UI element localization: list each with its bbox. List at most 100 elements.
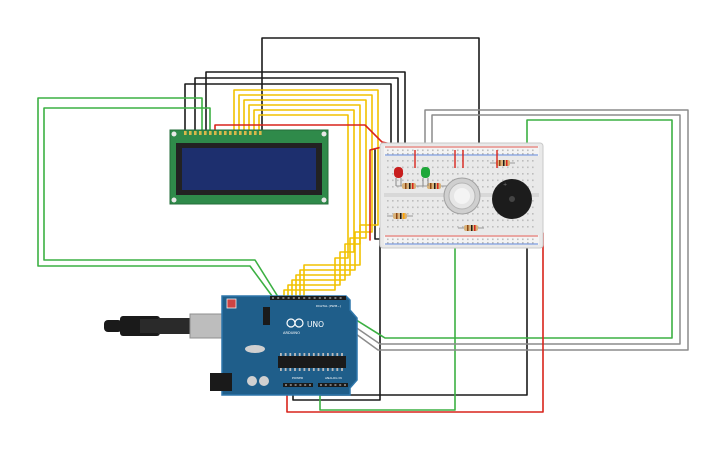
breadboard-hole — [432, 226, 434, 228]
breadboard-hole — [517, 160, 519, 162]
digital-header — [270, 296, 346, 300]
breadboard-hole — [432, 179, 434, 182]
jumpers — [414, 150, 498, 168]
breadboard-hole — [527, 160, 529, 162]
breadboard-hole — [427, 160, 429, 162]
wire-gray-2[interactable] — [344, 109, 689, 351]
breadboard-hole — [492, 186, 494, 188]
breadboard-hole — [512, 160, 514, 162]
breadboard-hole — [422, 186, 424, 188]
breadboard-hole — [527, 173, 529, 175]
breadboard-hole — [437, 226, 439, 228]
rail-hole — [527, 149, 529, 152]
breadboard-hole — [397, 206, 399, 209]
rail-hole — [497, 149, 499, 152]
resistor-1[interactable] — [396, 183, 422, 189]
wire-green-1[interactable] — [37, 97, 276, 301]
wire-green-3[interactable] — [344, 119, 673, 339]
arduino-uno[interactable]: ARDUINO UNO DIGITAL (PWM~) POWER ANALOG … — [210, 295, 358, 396]
breadboard-hole — [387, 206, 389, 209]
chip-pin — [312, 353, 315, 356]
rail-hole — [447, 149, 449, 152]
lcd-pin — [219, 131, 222, 135]
arduino-board — [221, 295, 358, 396]
breadboard-hole — [387, 226, 389, 228]
header-strip — [270, 296, 346, 300]
wire-yellow-6[interactable] — [258, 114, 349, 301]
rail-hole — [477, 153, 479, 155]
lcd-pin — [194, 131, 197, 135]
resistor-2[interactable] — [421, 183, 447, 189]
breadboard-hole — [417, 213, 419, 215]
breadboard-hole — [452, 166, 454, 169]
breadboard-hole — [482, 160, 484, 162]
breadboard-hole — [482, 173, 484, 175]
wire-yellow-1[interactable] — [233, 89, 379, 301]
resistor-3[interactable] — [387, 213, 413, 219]
breadboard-hole — [412, 179, 414, 182]
usb-cable[interactable] — [104, 313, 229, 339]
reset-button[interactable] — [226, 298, 237, 309]
header-pin — [320, 384, 322, 386]
breadboard-hole — [387, 213, 389, 215]
resistor-4[interactable] — [458, 225, 484, 231]
breadboard-hole — [392, 200, 394, 202]
header-pin — [308, 297, 311, 299]
chip-pin — [303, 368, 306, 371]
wire-black-4[interactable] — [184, 83, 392, 151]
breadboard-hole — [477, 179, 479, 182]
breadboard-hole — [407, 160, 409, 162]
wire-yellow-2[interactable] — [238, 94, 373, 301]
breadboard-hole — [442, 186, 444, 188]
rail-hole — [447, 238, 449, 241]
breadboard-hole — [402, 179, 404, 182]
wire-gray-1[interactable] — [344, 114, 681, 345]
breadboard-hole — [432, 200, 434, 202]
header-pin — [324, 297, 326, 299]
red-led[interactable] — [394, 167, 403, 186]
breadboard-hole — [482, 219, 484, 222]
chip-pin — [303, 353, 306, 356]
rail-hole — [502, 149, 504, 152]
breadboard-hole — [432, 166, 434, 169]
wire-black-3[interactable] — [194, 77, 399, 151]
breadboard-hole — [492, 213, 494, 215]
wire-yellow-4[interactable] — [248, 104, 361, 301]
breadboard-hole — [402, 160, 404, 162]
breadboard-hole — [442, 200, 444, 202]
header-pin — [294, 384, 297, 386]
breadboard-hole — [407, 179, 409, 182]
breadboard-hole — [402, 200, 404, 202]
green-led[interactable] — [421, 167, 430, 186]
lcd-pin — [184, 131, 187, 135]
breadboard-hole — [442, 206, 444, 209]
piezo-buzzer[interactable]: + — [492, 179, 532, 219]
breadboard-hole — [532, 179, 534, 182]
breadboard-hole — [447, 166, 449, 169]
wire-yellow-3[interactable] — [243, 99, 367, 301]
breadboard-hole — [422, 160, 424, 162]
lcd-display[interactable] — [169, 129, 329, 205]
wire-black-2[interactable] — [205, 71, 406, 151]
rail-hole — [427, 153, 429, 155]
breadboard-hole — [487, 200, 489, 202]
resistor-5[interactable] — [490, 160, 515, 166]
wire-yellow-5[interactable] — [253, 109, 355, 301]
breadboard-hole — [507, 173, 509, 175]
breadboard-hole — [452, 173, 454, 175]
rail-hole — [502, 153, 504, 155]
rail-hole — [437, 149, 439, 152]
breadboard-hole — [452, 226, 454, 228]
gas-sensor[interactable] — [443, 177, 481, 215]
breadboard-hole — [487, 173, 489, 175]
lcd-pin — [239, 131, 242, 135]
rail-hole — [527, 238, 529, 241]
wire-green-2[interactable] — [43, 107, 281, 301]
header-pin — [298, 297, 300, 299]
breadboard-hole — [397, 200, 399, 202]
breadboard-hole — [457, 166, 459, 169]
breadboard-hole — [487, 160, 489, 162]
rail-hole — [417, 238, 419, 241]
chip-pin — [336, 368, 339, 371]
breadboard-hole — [422, 219, 424, 222]
